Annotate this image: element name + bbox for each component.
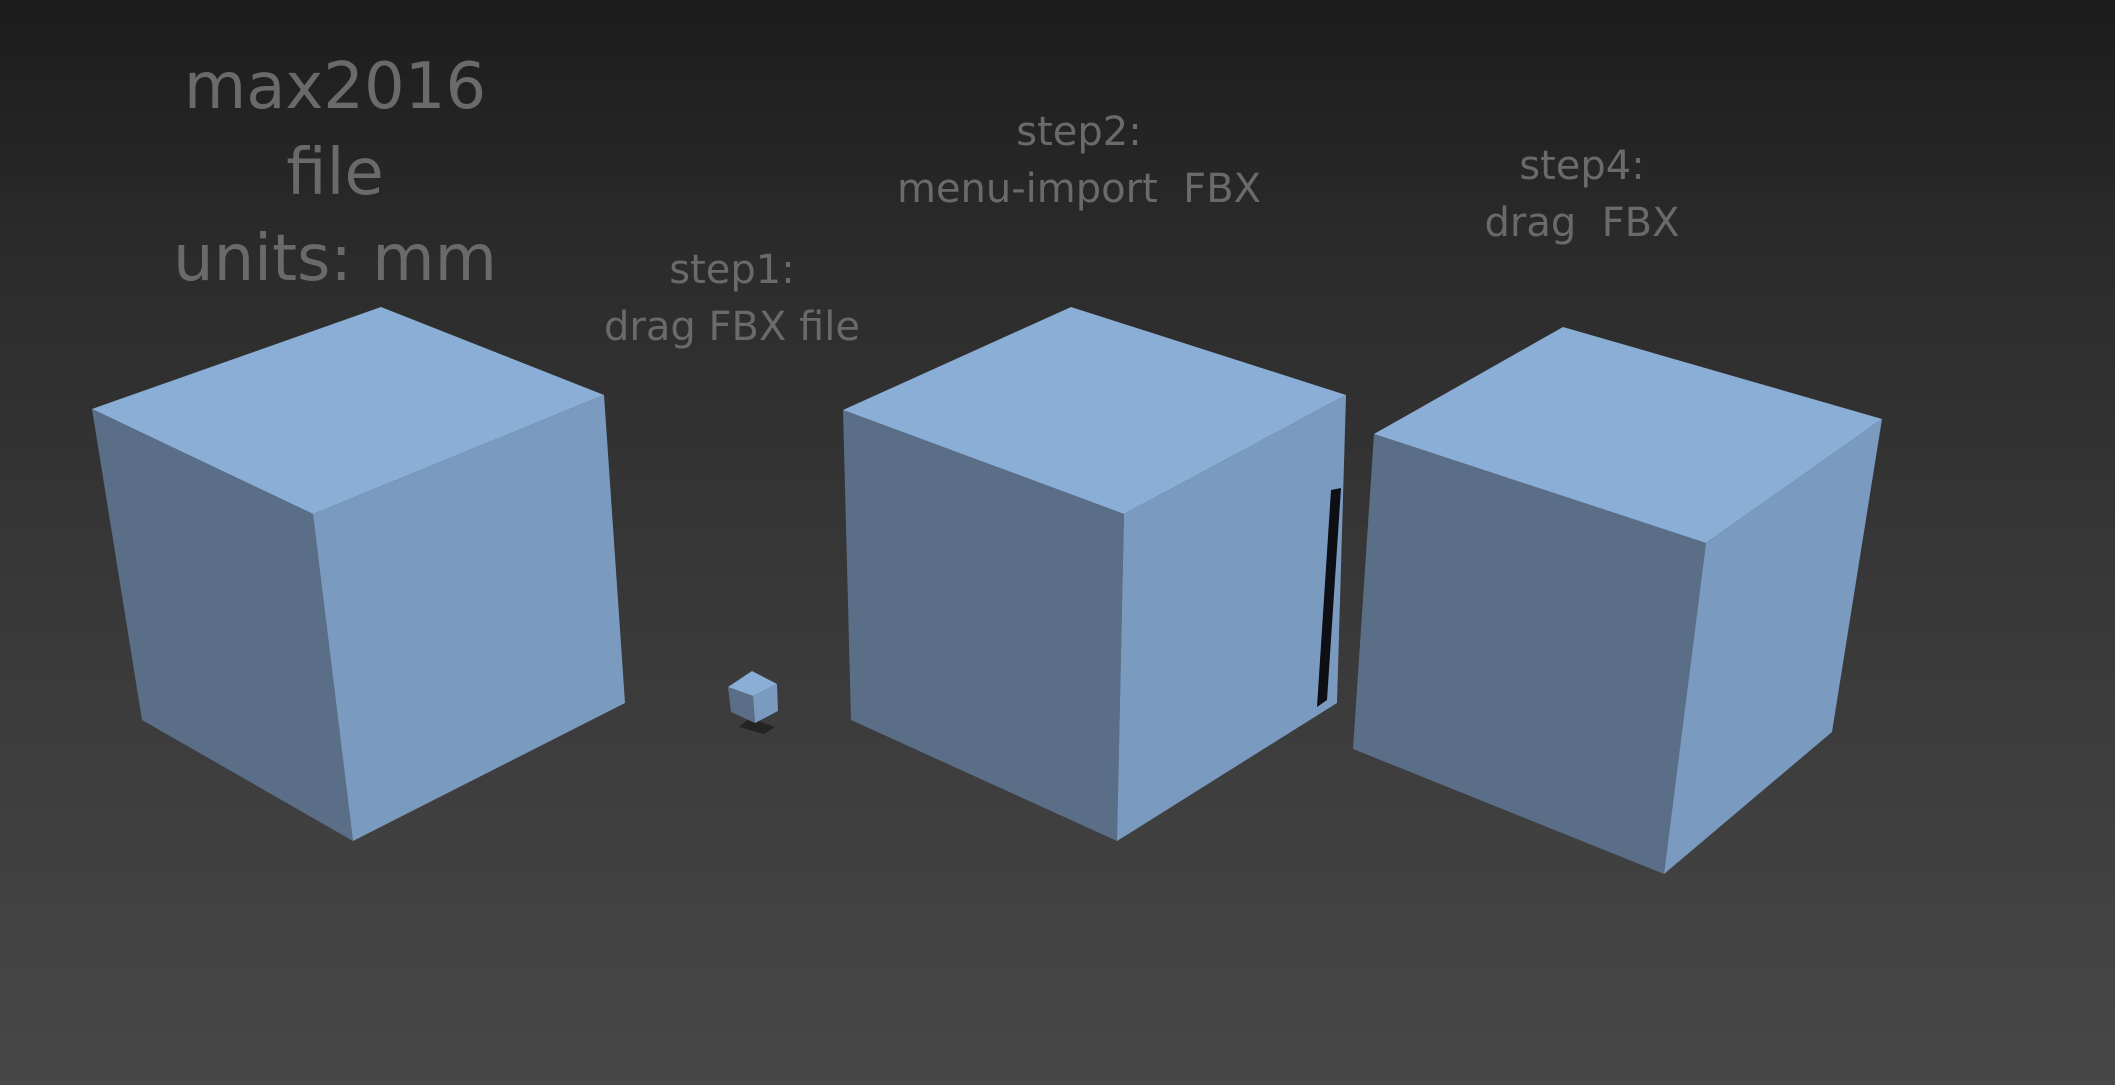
cube-step1-left-face bbox=[728, 687, 755, 723]
label-max2016-line1: max2016 bbox=[183, 50, 487, 124]
label-max2016-file: max2016 file units: mm bbox=[135, 44, 535, 302]
label-step1-line1: step1: bbox=[669, 247, 795, 293]
label-step2-line2: menu-import FBX bbox=[896, 166, 1262, 212]
label-step2-line1: step2: bbox=[1016, 109, 1142, 155]
label-max2016-line2: file bbox=[286, 136, 384, 210]
cube-step2-top-face bbox=[843, 307, 1346, 514]
cube-max2016-top-face bbox=[92, 307, 604, 514]
cube-step4[interactable] bbox=[1353, 327, 1882, 874]
cube-step4-right-face bbox=[1664, 419, 1882, 874]
cube-step1-shadow bbox=[739, 718, 775, 734]
cube-max2016-left-face bbox=[92, 409, 353, 841]
cube-step2-right-face bbox=[1117, 395, 1346, 841]
label-step1-line2: drag FBX file bbox=[604, 304, 860, 350]
cube-step1-small[interactable] bbox=[728, 671, 778, 734]
cube-step2-left-face bbox=[843, 410, 1124, 841]
label-step4: step4: drag FBX bbox=[1382, 138, 1782, 252]
cube-step1-top-face bbox=[728, 671, 777, 696]
cube-max2016[interactable] bbox=[92, 307, 625, 841]
label-step2: step2: menu-import FBX bbox=[829, 104, 1329, 218]
label-step4-line2: drag FBX bbox=[1484, 200, 1680, 246]
cube-step4-top-face bbox=[1374, 327, 1882, 543]
cube-step4-left-face bbox=[1353, 434, 1706, 874]
cube-max2016-right-face bbox=[313, 395, 625, 841]
cube-step2[interactable] bbox=[843, 307, 1346, 841]
cube-step1-right-face bbox=[753, 684, 778, 723]
label-step1: step1: drag FBX file bbox=[532, 242, 932, 356]
cube-step2-edge-artifact bbox=[1317, 488, 1341, 707]
label-step4-line1: step4: bbox=[1519, 143, 1645, 189]
label-max2016-line3: units: mm bbox=[173, 222, 497, 296]
